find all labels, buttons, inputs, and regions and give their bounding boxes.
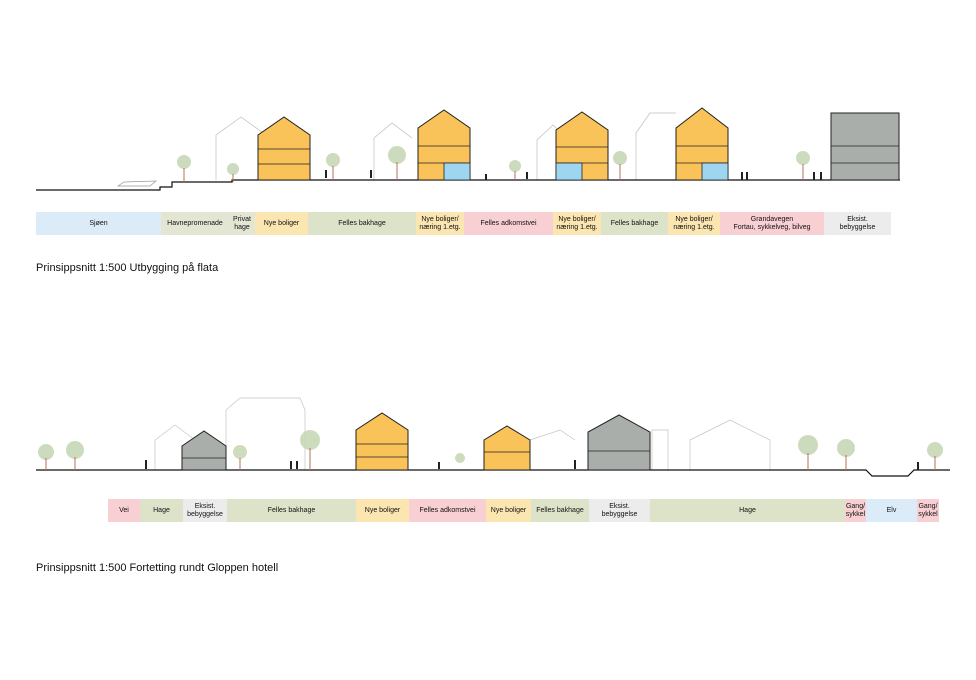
existing-house-grey-1 xyxy=(181,430,227,471)
section2-zone-10: Gang/ sykkel xyxy=(845,499,866,522)
bg-house-4 xyxy=(635,112,676,180)
section-1-caption: Prinsippsnitt 1:500 Utbygging på flata xyxy=(36,262,219,274)
section2-zone-6: Nye boliger xyxy=(486,499,531,522)
section1-zone-4: Felles bakhage xyxy=(308,212,416,235)
section1-zone-2: Privat hage xyxy=(229,212,255,235)
section-2-caption: Prinsippsnitt 1:500 Fortetting rundt Glo… xyxy=(36,562,279,574)
section2-zone-1: Hage xyxy=(140,499,183,522)
new-house-5 xyxy=(355,412,409,471)
ground-line-1 xyxy=(36,179,900,191)
new-house-6 xyxy=(483,425,531,471)
section1-zone-11: Eksist. bebyggelse xyxy=(824,212,891,235)
section1-zone-6: Felles adkomstvei xyxy=(464,212,553,235)
bg-house-a xyxy=(154,424,196,470)
section2-zone-7: Felles bakhage xyxy=(531,499,589,522)
boat xyxy=(116,180,158,187)
section2-zone-5: Felles adkomstvei xyxy=(409,499,486,522)
section2-zone-3: Felles bakhage xyxy=(227,499,356,522)
section1-zone-0: Sjøen xyxy=(36,212,161,235)
bg-house-1 xyxy=(215,116,267,180)
section1-zone-8: Felles bakhage xyxy=(601,212,668,235)
section1-zone-5: Nye boliger/ næring 1.etg. xyxy=(416,212,464,235)
section-2-drawing xyxy=(36,397,950,477)
section2-zone-11: Elv xyxy=(866,499,917,522)
new-house-3 xyxy=(555,111,609,181)
section1-zone-10: Grandavegen Fortau, sykkelveg, bilveg xyxy=(720,212,824,235)
bg-hotel xyxy=(225,397,306,470)
bg-house-c xyxy=(689,419,771,470)
section2-zone-2: Eksist. bebyggelse xyxy=(183,499,227,522)
section2-zone-0: Vei xyxy=(108,499,140,522)
section2-zone-8: Eksist. bebyggelse xyxy=(589,499,650,522)
ground-line-2 xyxy=(36,469,950,477)
section1-zone-9: Nye boliger/ næring 1.etg. xyxy=(668,212,720,235)
section-1-drawing xyxy=(36,107,900,191)
section1-zone-1: Havnepromenade xyxy=(161,212,229,235)
new-house-2 xyxy=(417,109,471,181)
section1-zone-3: Nye boliger xyxy=(255,212,308,235)
section2-zone-9: Hage xyxy=(650,499,845,522)
existing-house-grey-2 xyxy=(587,414,651,471)
section2-zone-12: Gang/ sykkel xyxy=(917,499,939,522)
new-house-1 xyxy=(257,116,311,181)
bg-house-2 xyxy=(373,122,413,180)
new-house-4 xyxy=(675,107,729,181)
section1-zone-7: Nye boliger/ næring 1.etg. xyxy=(553,212,601,235)
existing-block xyxy=(830,112,900,181)
section2-zone-4: Nye boliger xyxy=(356,499,409,522)
bg-house-d xyxy=(651,429,669,470)
bg-house-b xyxy=(529,429,576,470)
